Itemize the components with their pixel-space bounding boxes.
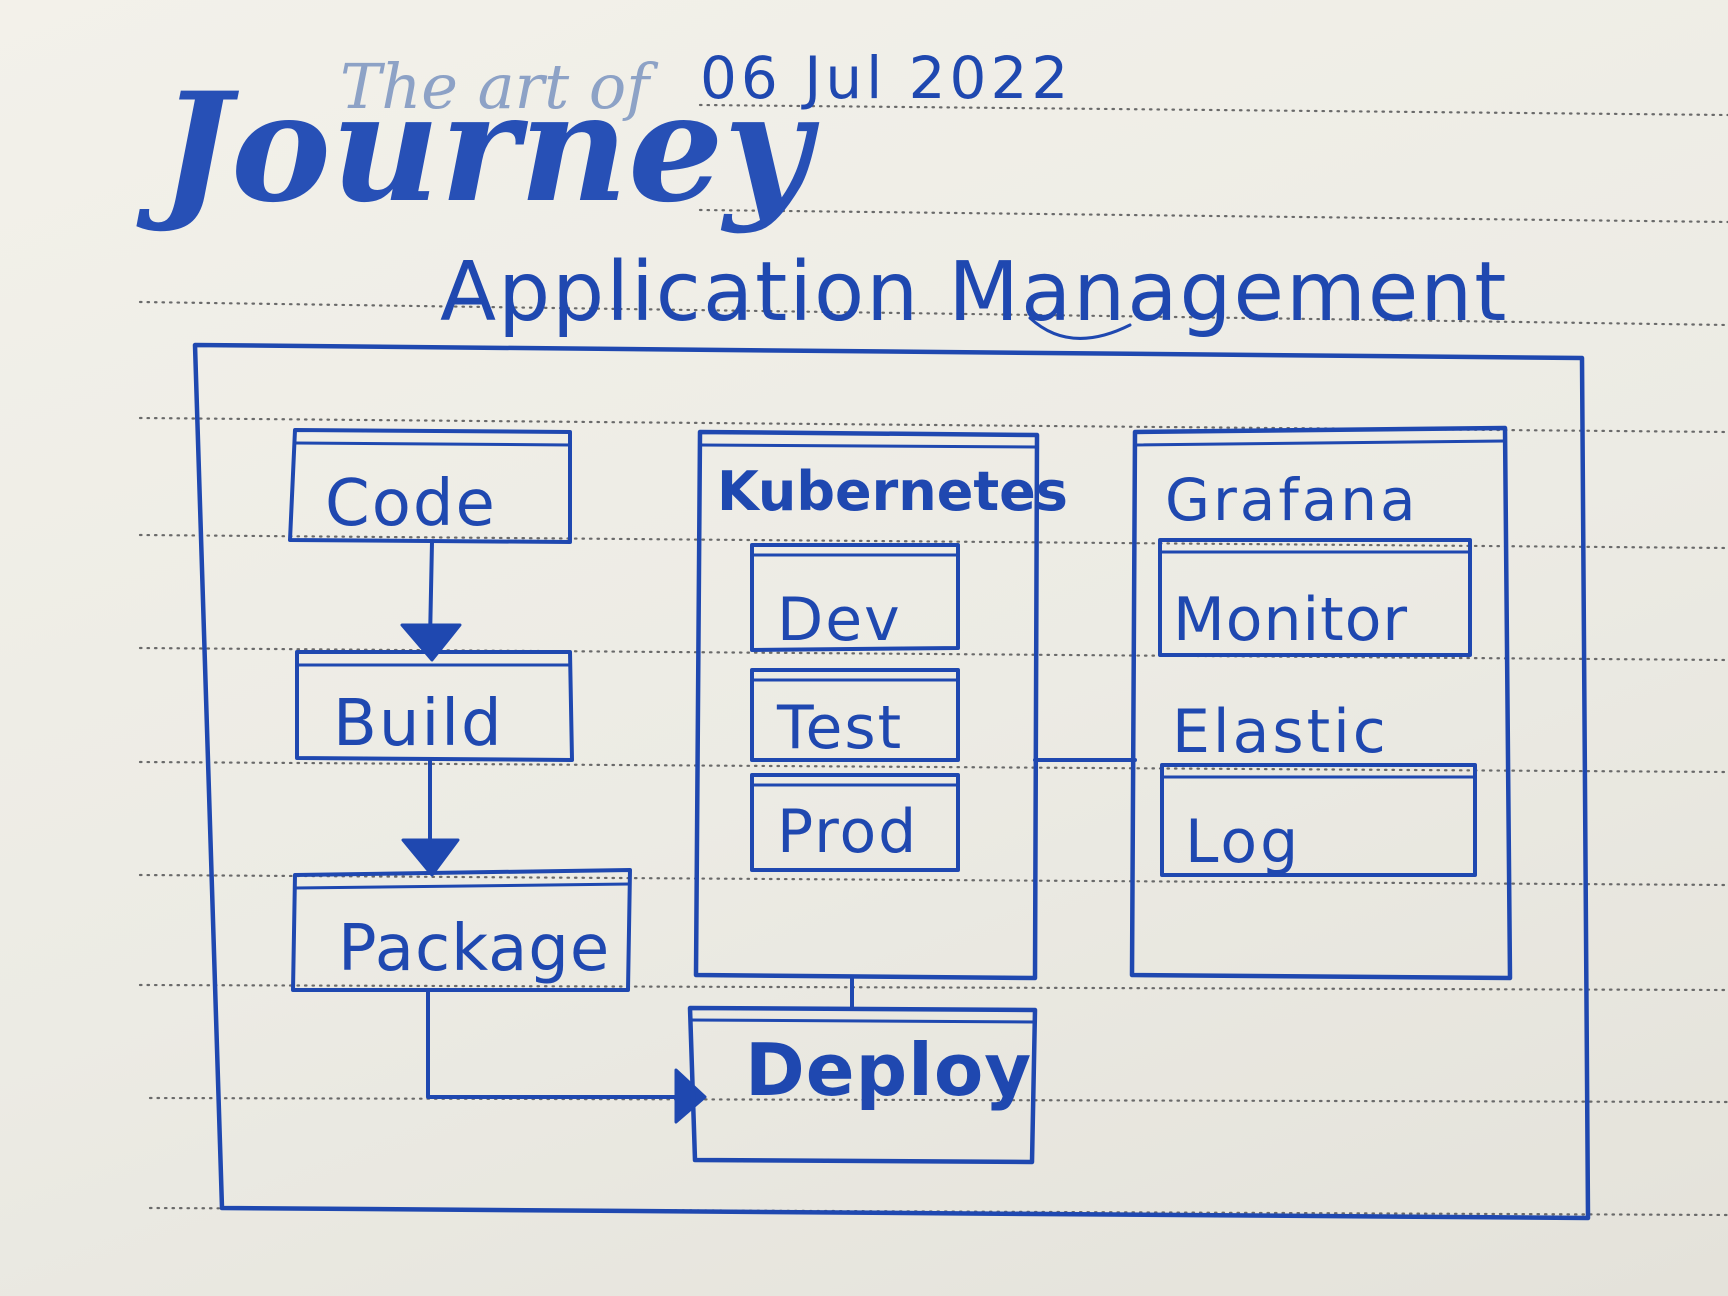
title-flourish: [1028, 316, 1132, 340]
log-label: Log: [1185, 807, 1301, 877]
observability-box: Grafana Monitor Elastic Log: [1129, 425, 1513, 981]
env-test-box: [750, 668, 960, 762]
env-dev-box: [750, 543, 960, 652]
brand-logo: The art of Journey: [136, 50, 820, 236]
brand-large-text: Journey: [136, 60, 820, 236]
page-date: 06 Jul 2022: [700, 44, 1072, 112]
deploy-box: Deploy: [687, 1005, 1038, 1165]
arrowhead-build-icon: [400, 623, 462, 662]
brand-small-text: The art of: [340, 50, 659, 123]
kubernetes-box: Kubernetes Dev Test Prod: [693, 429, 1068, 981]
package-label: Package: [338, 912, 610, 986]
arrowhead-package-icon: [401, 838, 460, 877]
env-test-label: Test: [776, 693, 903, 763]
package-box: Package: [291, 868, 632, 992]
arrow-package-deploy: [426, 988, 694, 1099]
ruled-lines: [138, 103, 1728, 1217]
monitor-box: [1158, 538, 1472, 657]
kubernetes-label: Kubernetes: [717, 460, 1068, 523]
elastic-label: Elastic: [1172, 697, 1389, 767]
env-prod-label: Prod: [777, 797, 918, 867]
env-prod-box: [750, 773, 960, 872]
env-dev-label: Dev: [777, 585, 902, 655]
monitor-label: Monitor: [1173, 585, 1408, 655]
deploy-label: Deploy: [745, 1028, 1032, 1112]
grafana-label: Grafana: [1165, 466, 1419, 534]
outer-frame: [192, 342, 1591, 1221]
build-label: Build: [333, 687, 504, 761]
code-box: Code: [288, 428, 572, 544]
code-label: Code: [325, 467, 497, 541]
diagram-title: Application Management: [440, 245, 1508, 340]
build-box: Build: [295, 650, 574, 762]
log-box: [1160, 763, 1477, 877]
